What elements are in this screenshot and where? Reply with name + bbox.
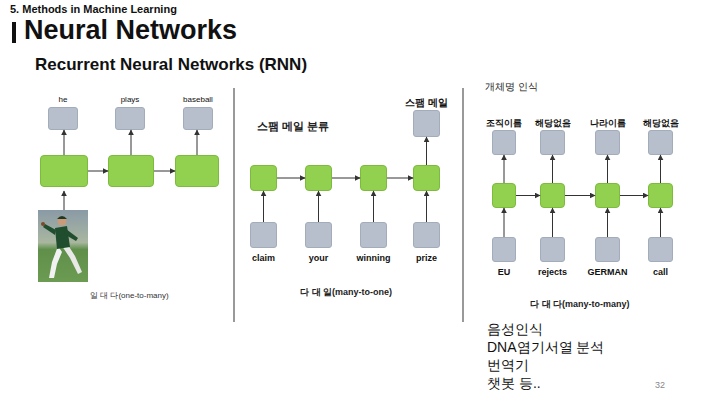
input-box: rejects bbox=[540, 237, 565, 262]
baseball-illustration bbox=[38, 210, 88, 282]
token-label: GERMAN bbox=[588, 267, 628, 277]
slide-title: Neural Networks bbox=[24, 15, 237, 46]
player-leg bbox=[62, 245, 82, 274]
recurrent-arrow bbox=[620, 195, 648, 196]
divider-line bbox=[233, 88, 234, 322]
task-label: 개체명 인식 bbox=[485, 80, 538, 94]
output-box: 해당없음 bbox=[648, 130, 673, 155]
recurrent-arrow bbox=[660, 155, 661, 183]
recurrent-arrow bbox=[88, 171, 108, 172]
token-label: winning bbox=[357, 253, 391, 263]
recurrent-arrow bbox=[426, 191, 427, 222]
recurrent-arrow bbox=[504, 208, 505, 237]
application-item: DNA염기서열 분석 bbox=[487, 339, 604, 357]
token-label: baseball bbox=[183, 95, 213, 104]
token-label: he bbox=[59, 95, 68, 104]
token-label: claim bbox=[252, 253, 275, 263]
input-box: prize bbox=[413, 222, 440, 248]
recurrent-arrow bbox=[263, 191, 264, 222]
token-label: EU bbox=[498, 267, 511, 277]
recurrent-arrow bbox=[552, 208, 553, 237]
token-label: plays bbox=[121, 95, 140, 104]
application-item: 챗봇 등.. bbox=[487, 375, 541, 393]
output-box: he bbox=[48, 107, 78, 130]
recurrent-arrow bbox=[607, 208, 608, 237]
output-box: plays bbox=[115, 107, 145, 130]
token-label: 스팸 메일 bbox=[405, 96, 448, 110]
recurrent-arrow bbox=[387, 178, 413, 179]
hidden-state-box bbox=[175, 155, 219, 187]
recurrent-arrow bbox=[552, 155, 553, 183]
photo-background bbox=[38, 210, 88, 282]
recurrent-arrow bbox=[131, 130, 132, 155]
token-label: your bbox=[309, 253, 329, 263]
hidden-state-box bbox=[360, 165, 387, 191]
output-box: 조직이름 bbox=[492, 130, 516, 155]
diagram-caption: 일 대 다(one-to-many) bbox=[90, 290, 169, 301]
recurrent-arrow bbox=[607, 155, 608, 183]
output-box: 해당없음 bbox=[540, 130, 565, 155]
output-box: 나라이름 bbox=[595, 130, 620, 155]
input-box: winning bbox=[360, 222, 387, 248]
player-leg bbox=[49, 246, 62, 278]
diagram-caption: 다 대 다(many-to-many) bbox=[530, 298, 630, 311]
input-arrow bbox=[64, 191, 65, 210]
recurrent-arrow bbox=[516, 195, 540, 196]
input-box: GERMAN bbox=[595, 237, 620, 262]
player-head bbox=[58, 217, 67, 226]
recurrent-arrow bbox=[197, 130, 198, 155]
token-label: 해당없음 bbox=[535, 117, 571, 130]
hidden-state-box bbox=[492, 183, 516, 208]
token-label: prize bbox=[416, 253, 437, 263]
player-torso bbox=[55, 226, 70, 249]
section-header: 5. Methods in Machine Learning bbox=[10, 3, 177, 15]
hidden-state-box bbox=[595, 183, 620, 208]
title-bar bbox=[12, 22, 16, 43]
task-label: 스팸 메일 분류 bbox=[257, 119, 329, 134]
token-label: 조직이름 bbox=[486, 117, 522, 130]
application-item: 음성인식 bbox=[487, 321, 543, 339]
input-box: EU bbox=[492, 237, 516, 262]
recurrent-arrow bbox=[373, 191, 374, 222]
recurrent-arrow bbox=[660, 208, 661, 237]
recurrent-arrow bbox=[64, 130, 65, 155]
token-label: call bbox=[653, 267, 668, 277]
token-label: 나라이름 bbox=[590, 117, 626, 130]
hidden-state-box bbox=[648, 183, 673, 208]
hidden-state-box bbox=[540, 183, 565, 208]
recurrent-arrow bbox=[277, 178, 305, 179]
application-item: 번역기 bbox=[487, 357, 529, 375]
recurrent-arrow bbox=[504, 155, 505, 183]
recurrent-arrow bbox=[426, 137, 427, 165]
recurrent-arrow bbox=[565, 195, 595, 196]
input-box: your bbox=[305, 222, 332, 248]
page-number: 32 bbox=[655, 380, 665, 390]
diagram-caption: 다 대 일(many-to-one) bbox=[300, 286, 392, 299]
player-arm bbox=[43, 224, 56, 235]
subtitle: Recurrent Neural Networks (RNN) bbox=[35, 55, 307, 75]
hidden-state-box bbox=[305, 165, 332, 191]
recurrent-arrow bbox=[318, 191, 319, 222]
divider-line bbox=[462, 88, 463, 322]
output-box: 스팸 메일 bbox=[413, 110, 440, 137]
hidden-state-box bbox=[250, 165, 277, 191]
token-label: rejects bbox=[538, 267, 567, 277]
recurrent-arrow bbox=[154, 171, 175, 172]
output-box: baseball bbox=[183, 107, 213, 130]
player-cap bbox=[57, 216, 67, 219]
player-glove bbox=[41, 222, 45, 226]
input-box: call bbox=[648, 237, 673, 262]
token-label: 해당없음 bbox=[643, 117, 679, 130]
player-arm bbox=[64, 229, 78, 241]
input-box: claim bbox=[250, 222, 277, 248]
hidden-state-box bbox=[108, 155, 154, 187]
hidden-state-box bbox=[413, 165, 440, 191]
hidden-state-box bbox=[40, 155, 88, 187]
recurrent-arrow bbox=[332, 178, 360, 179]
